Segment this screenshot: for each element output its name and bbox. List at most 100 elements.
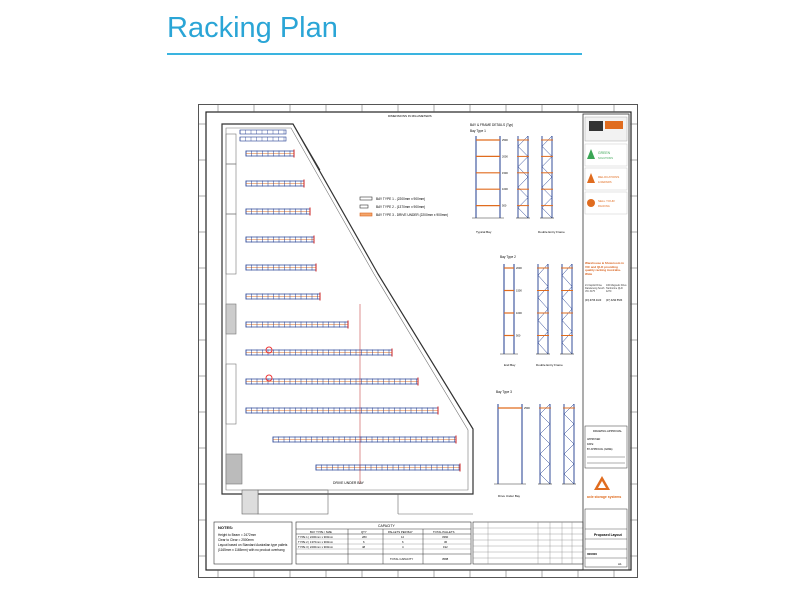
bay-type-2-label: Bay Type 2 [500, 255, 516, 259]
frame-brace [517, 135, 529, 147]
double-bay-caption: Double Entry Frame [538, 230, 565, 234]
relocations-title: RELOCATIONS [598, 175, 619, 179]
level-label: 500 [516, 334, 521, 338]
capacity-total-label: TOTAL CAPACITY [390, 557, 413, 561]
address-right: 100 Magnetic Drive Tamborine QLD 4270 [606, 284, 627, 293]
frame-brace [563, 473, 575, 485]
frame-brace [537, 342, 549, 355]
frame-brace [561, 342, 573, 355]
leaf-icon [587, 149, 595, 159]
frame-brace [563, 403, 575, 415]
capacity-row-2-ppb: 6 [402, 540, 404, 544]
approval-line-3: BY APPROVAL (NAME) [587, 448, 613, 451]
notes-title: NOTES: [218, 525, 233, 530]
brand-banner-accent [605, 121, 623, 129]
brand-banner-image [589, 121, 603, 131]
legend-swatch-1 [359, 196, 373, 201]
capacity-row-3-ppb: 4 [402, 545, 404, 549]
building-wall-diagonal-2 [377, 273, 474, 430]
elevation-bay-type-1: 2500 2000 1500 1000 500 [472, 135, 554, 219]
legend-item-2: BAY TYPE 2 - (1370mm x 900mm) [376, 205, 425, 209]
level-label: 1500 [502, 171, 508, 175]
frame-brace [561, 297, 573, 310]
frame-brace [539, 443, 551, 455]
approval-title: DRAWING APPROVAL [593, 429, 622, 433]
border-ticks [198, 104, 638, 578]
frame-brace [539, 473, 551, 485]
frame-brace [561, 286, 573, 298]
frame-brace [537, 308, 549, 321]
wall-stair [225, 303, 237, 335]
level-label: 2000 [502, 154, 508, 158]
frame-brace [563, 413, 575, 425]
title-block-frame [582, 113, 630, 571]
approval-box [584, 425, 628, 469]
capacity-row-3-total: 192 [443, 545, 448, 549]
relocations-subtitle: & REPAIRS [598, 180, 612, 184]
capacity-title: CAPACITY [378, 524, 395, 528]
capacity-row-3-qty: 48 [362, 545, 366, 549]
bay-type-1-label: Bay Type 1 [470, 129, 486, 133]
level-label: 500 [502, 204, 507, 208]
dock-office [241, 489, 259, 515]
legend-swatch-3 [359, 212, 373, 217]
frame-brace [537, 297, 549, 310]
frame-brace [561, 308, 573, 321]
level-label: 1000 [502, 187, 508, 191]
bay-type-3-label: Bay Type 3 [496, 390, 512, 394]
frame-brace [563, 443, 575, 455]
double-bay-caption-2: Double Entry Frame [536, 363, 563, 367]
plan-note: DIMENSIONS IN MILLIMETERS [388, 114, 432, 118]
capacity-row-3-size: TYPE 3 | 2200mm x 900mm [298, 545, 334, 549]
frame-brace [563, 463, 575, 475]
address-left: 21 Capitol Drive Dandenong South VIC 317… [585, 284, 605, 293]
elevation-bay-type-3: 2500 [494, 403, 576, 485]
capacity-header-total: TOTAL PALLETS [433, 530, 455, 534]
green-card [584, 143, 628, 167]
tagline: Warehouse & Showroom in VIC and QLD prov… [585, 262, 624, 276]
tagline-wrap: Warehouse & Showroom in VIC and QLD prov… [585, 262, 624, 276]
capacity-row-2-size: TYPE 2 | 1370mm x 900mm [298, 540, 334, 544]
bay-legend: BAY TYPE 1 - (2200mm x 900mm) BAY TYPE 2… [359, 196, 448, 217]
level-label: 2500 [502, 138, 508, 142]
capacity-header-size: BAY TYPE / SIZE [310, 530, 332, 534]
wall-bay-3 [225, 213, 237, 275]
frame-brace [537, 263, 549, 276]
title-block: GREEN SOLUTIONS RELOCATIONS & REPAIRS SE… [582, 113, 630, 571]
level-label: 1000 [516, 311, 522, 315]
sell-card [584, 191, 628, 215]
frame-brace [517, 176, 529, 188]
frame-brace [537, 275, 549, 287]
frame-brace [539, 423, 551, 435]
frame-brace [517, 207, 529, 219]
frame-brace [563, 433, 575, 445]
racking-drawing: DIMENSIONS IN MILLIMETERS BAY TYPE 1 - (… [198, 104, 638, 578]
relocation-icon [587, 173, 595, 183]
frame-brace [539, 413, 551, 425]
racking-drawing-sheet: DIMENSIONS IN MILLIMETERS BAY TYPE 1 - (… [198, 104, 638, 578]
frame-brace [561, 263, 573, 276]
approval-line-2: DATE: [587, 443, 594, 446]
frame-brace [541, 135, 553, 147]
capacity-row-2-qty: 6 [363, 540, 365, 544]
brand-name: axle storage systems [587, 495, 621, 499]
capacity-row-2-total: 36 [444, 540, 448, 544]
frame-brace [541, 166, 553, 178]
capacity-header-qty: QTY [361, 530, 367, 534]
frame-brace [539, 433, 551, 445]
legend-swatch-2 [359, 204, 369, 209]
notes-line-2: Clear to Clear = 2500mm [218, 538, 254, 542]
green-subtitle: SOLUTIONS [598, 156, 613, 160]
sheet-size: A1 [618, 562, 622, 566]
drive-under-label: DRIVE UNDER BAY [333, 481, 365, 485]
capacity-row-1-ppb: 12 [401, 535, 405, 539]
relocations-card [584, 167, 628, 191]
frame-brace [541, 207, 553, 219]
drawing-info-box [584, 508, 628, 568]
notes-line-3: Layout based on Standard Australian type… [218, 543, 288, 547]
drive-under-bay-caption: Drive Under Bay [498, 494, 521, 498]
wall-bay-4 [225, 363, 237, 425]
frame-brace [561, 320, 573, 332]
legend-item-1: BAY TYPE 1 - (2200mm x 900mm) [376, 197, 425, 201]
frame-brace [539, 463, 551, 475]
